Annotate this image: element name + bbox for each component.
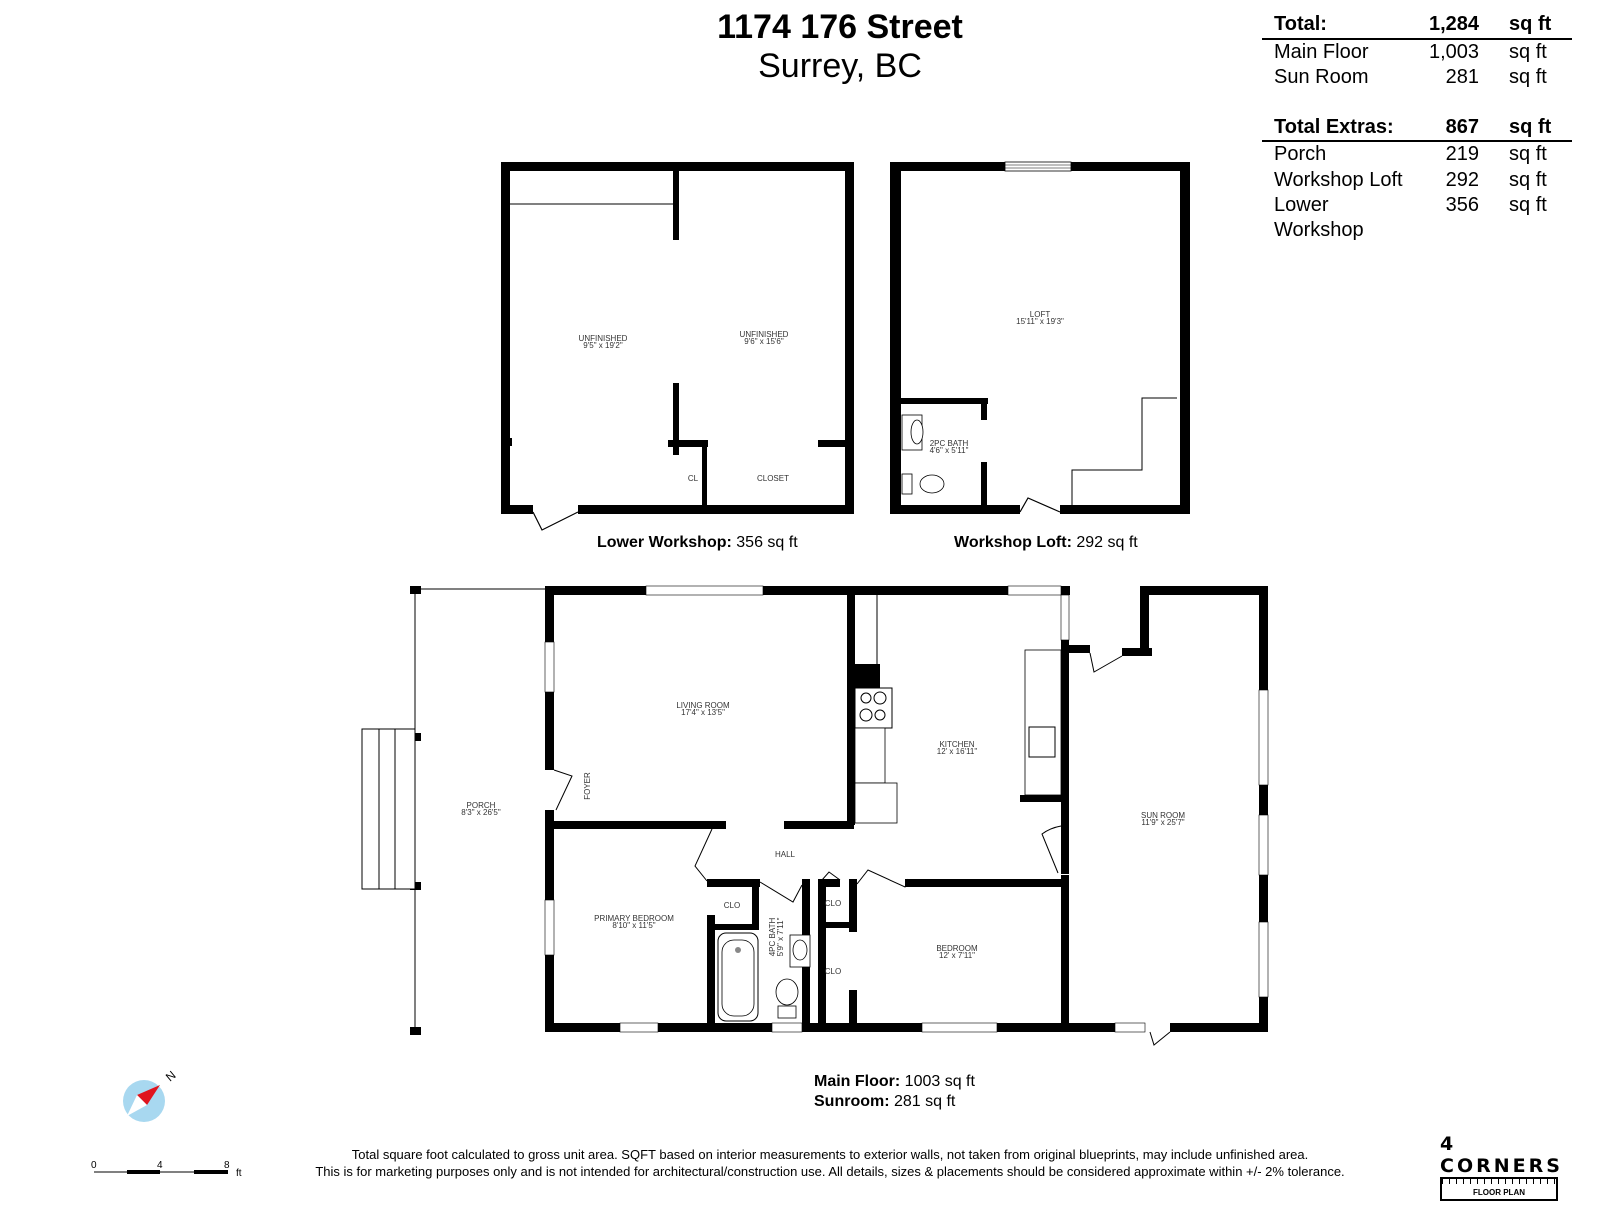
svg-text:FOYER: FOYER [583, 772, 592, 800]
scale-tick-4: 4 [157, 1160, 163, 1171]
scale-unit: ft [236, 1168, 242, 1179]
svg-text:SUN ROOM: SUN ROOM [1141, 811, 1185, 820]
svg-text:12' x 16'11": 12' x 16'11" [937, 747, 978, 756]
svg-text:17'4" x 13'5": 17'4" x 13'5" [681, 708, 725, 717]
svg-text:UNFINISHED: UNFINISHED [579, 334, 628, 343]
workshop-loft-plan [890, 161, 1190, 514]
svg-text:CLOSET: CLOSET [757, 474, 789, 483]
svg-text:UNFINISHED: UNFINISHED [740, 330, 789, 339]
svg-text:9'6" x 15'6": 9'6" x 15'6" [744, 337, 784, 346]
lower-workshop-plan [501, 162, 854, 531]
svg-text:HALL: HALL [775, 850, 796, 859]
svg-text:N: N [163, 1068, 179, 1084]
area-summary-table: Total: 1,284 sq ft Main Floor 1,003 sq f… [1262, 12, 1572, 241]
city: Surrey, BC [758, 47, 922, 85]
compass-icon: N [123, 1068, 179, 1122]
svg-text:CLO: CLO [724, 901, 740, 910]
svg-text:4'6" x 5'11": 4'6" x 5'11" [930, 446, 969, 455]
disclaimer: Total square foot calculated to gross un… [315, 1147, 1345, 1179]
scale-tick-0: 0 [91, 1160, 97, 1171]
svg-text:CL: CL [688, 474, 699, 483]
caption-sunroom: Sunroom: 281 sq ft [814, 1093, 956, 1110]
svg-text:12' x 7'11": 12' x 7'11" [939, 951, 975, 960]
svg-text:8'3" x 26'5": 8'3" x 26'5" [461, 808, 501, 817]
svg-text:PORCH: PORCH [467, 801, 496, 810]
summary-total-row: Total: 1,284 sq ft [1262, 12, 1572, 40]
summary-extras-row: Total Extras: 867 sq ft [1262, 115, 1572, 142]
svg-text:8'10" x 11'5": 8'10" x 11'5" [612, 921, 655, 930]
address: 1174 176 Street [717, 8, 963, 46]
company-logo: 4 CORNERS FLOOR PLAN [1440, 1133, 1560, 1201]
svg-text:KITCHEN: KITCHEN [939, 740, 974, 749]
scale-bar [94, 1170, 228, 1174]
caption-workshop-loft: Workshop Loft: 292 sq ft [954, 534, 1138, 551]
workshop-loft-labels: LOFT 15'11" x 19'3" 2PC BATH 4'6" x 5'11… [930, 310, 1064, 455]
svg-text:PRIMARY BEDROOM: PRIMARY BEDROOM [594, 914, 674, 923]
svg-text:LOFT: LOFT [1030, 310, 1051, 319]
svg-text:CLO: CLO [825, 899, 841, 908]
svg-text:2PC BATH: 2PC BATH [930, 439, 969, 448]
caption-lower-workshop: Lower Workshop: 356 sq ft [597, 534, 798, 551]
svg-text:11'9" x 25'7": 11'9" x 25'7" [1141, 818, 1184, 827]
summary-row-main-floor: Main Floor 1,003 sq ft [1274, 40, 1547, 63]
main-floor-plan [361, 585, 1269, 1046]
svg-text:LIVING ROOM: LIVING ROOM [676, 701, 730, 710]
summary-row-workshop-loft: Workshop Loft 292 sq ft [1274, 168, 1547, 191]
property-title: 1174 176 Street Surrey, BC [0, 8, 1600, 86]
svg-text:4PC BATH: 4PC BATH [768, 918, 777, 957]
summary-row-lower-workshop: Lower Workshop 356 sq ft [1274, 194, 1547, 241]
svg-text:CLO: CLO [825, 967, 841, 976]
caption-main-floor: Main Floor: 1003 sq ft [814, 1073, 975, 1090]
scale-tick-8: 8 [224, 1160, 230, 1171]
main-floor-labels: LIVING ROOM 17'4" x 13'5" KITCHEN 12' x … [461, 701, 1185, 976]
svg-text:9'5" x 19'2": 9'5" x 19'2" [583, 341, 623, 350]
summary-row-sun-room: Sun Room 281 sq ft [1274, 66, 1547, 88]
summary-row-porch: Porch 219 sq ft [1274, 143, 1547, 165]
svg-text:15'11" x 19'3": 15'11" x 19'3" [1016, 317, 1064, 326]
svg-text:5'9" x 7'11": 5'9" x 7'11" [776, 917, 785, 956]
svg-text:BEDROOM: BEDROOM [936, 944, 978, 953]
lower-workshop-labels: UNFINISHED 9'5" x 19'2" UNFINISHED 9'6" … [579, 330, 790, 483]
